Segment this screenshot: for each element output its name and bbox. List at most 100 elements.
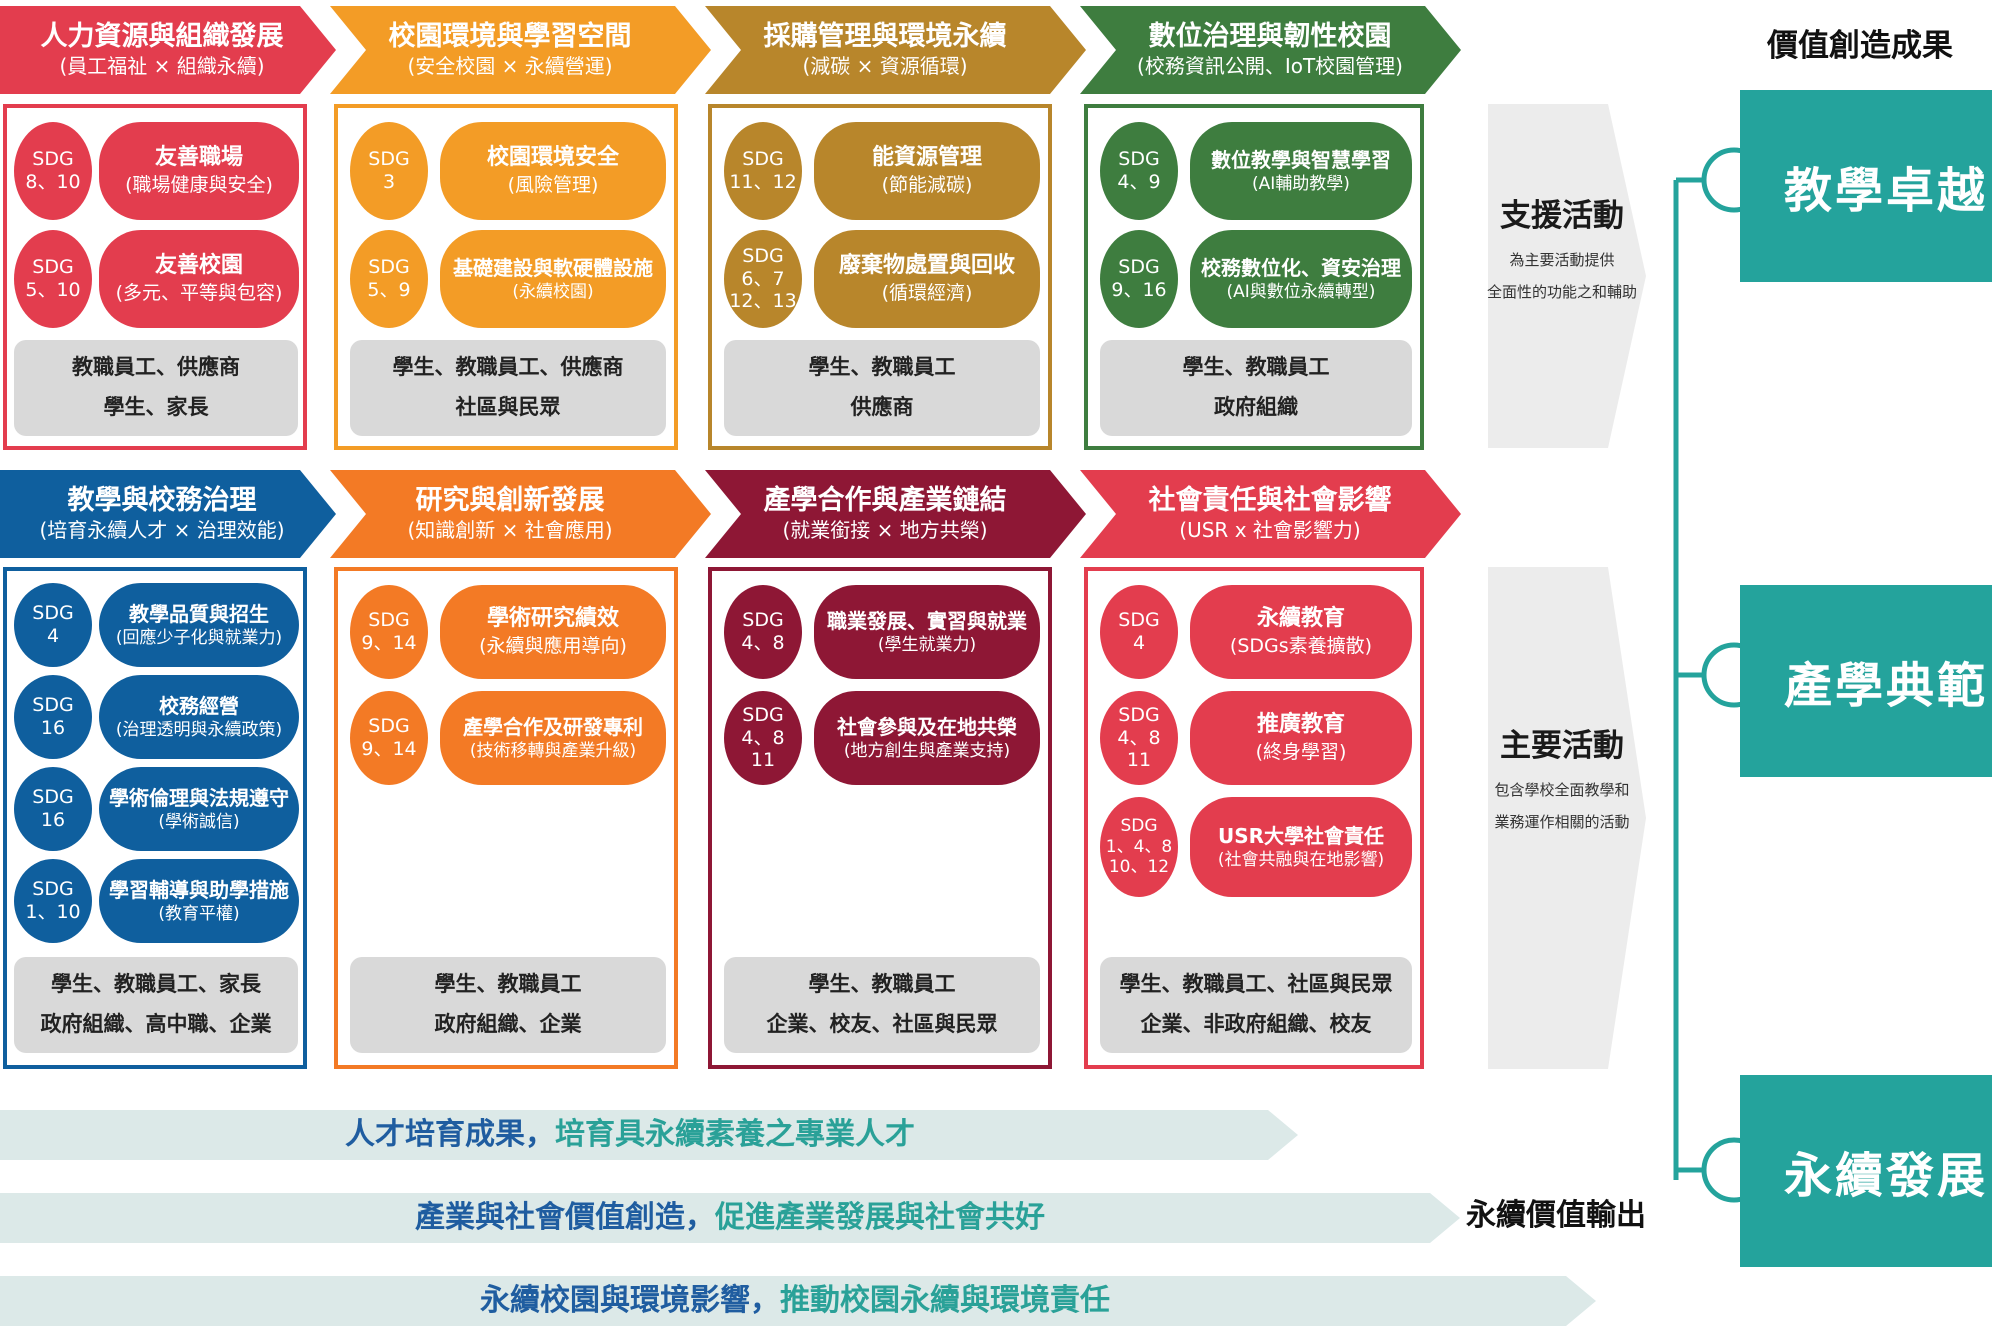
- header-subtitle: (減碳 × 資源循環): [802, 54, 968, 79]
- activity-pill: 校務數位化、資安治理 (AI與數位永續轉型): [1190, 230, 1412, 328]
- header-subtitle: (培育永續人才 × 治理效能): [39, 518, 285, 543]
- stakeholder-box: 學生、教職員工、家長 政府組織、高中職、企業: [14, 957, 298, 1053]
- stakeholder-box: 學生、教職員工 政府組織: [1100, 340, 1412, 436]
- activity-pill: 能資源管理 (節能減碳): [814, 122, 1040, 220]
- activity-pill: 學術研究績效 (永續與應用導向): [440, 585, 666, 679]
- header-digital: 數位治理與韌性校園 (校務資訊公開、IoT校園管理): [1100, 6, 1440, 94]
- header-industry: 產學合作與產業鏈結 (就業銜接 × 地方共榮): [720, 470, 1050, 558]
- header-title: 人力資源與組織發展: [40, 20, 284, 52]
- header-subtitle: (知識創新 × 社會應用): [407, 518, 613, 543]
- stakeholder-box: 學生、教職員工、供應商 社區與民眾: [350, 340, 666, 436]
- header-hr: 人力資源與組織發展 (員工福祉 × 組織永續): [12, 6, 312, 94]
- header-title: 研究與創新發展: [415, 484, 605, 516]
- header-title: 產學合作與產業鏈結: [763, 484, 1007, 516]
- header-title: 採購管理與環境永續: [763, 20, 1007, 52]
- primary-title: 主要活動: [1500, 728, 1624, 764]
- header-social: 社會責任與社會影響 (USR x 社會影響力): [1100, 470, 1440, 558]
- activity-pill: 推廣教育 (終身學習): [1190, 691, 1412, 785]
- primary-activities-label: 主要活動 包含學校全面教學和 業務運作相關的活動: [1462, 720, 1662, 860]
- activity-pill: USR大學社會責任 (社會共融與在地影響): [1190, 797, 1412, 897]
- activity-pill: 校務經營 (治理透明與永續政策): [99, 675, 299, 759]
- output-band-shape-1: [0, 1110, 1298, 1160]
- header-chevron-teaching: [0, 470, 336, 558]
- header-campus: 校園環境與學習空間 (安全校園 × 永續營運): [350, 6, 670, 94]
- header-title: 社會責任與社會影響: [1148, 484, 1392, 516]
- header-chevron-procurement: [705, 6, 1086, 94]
- header-chevron-industry: [705, 470, 1086, 558]
- activity-pill: 職業發展、實習與就業 (學生就業力): [814, 585, 1040, 679]
- stakeholder-box: 學生、教職員工、社區與民眾 企業、非政府組織、校友: [1100, 957, 1412, 1053]
- output-band-shape-2: [0, 1193, 1460, 1243]
- header-teaching: 教學與校務治理 (培育永續人才 × 治理效能): [12, 470, 312, 558]
- header-chevron-social: [1080, 470, 1461, 558]
- header-chevron-digital: [1080, 6, 1461, 94]
- support-desc: 為主要活動提供 全面性的功能之和輔助: [1486, 251, 1637, 301]
- value-title: 價值創造成果: [1767, 28, 1953, 64]
- header-chevron-hr: [0, 6, 336, 94]
- stakeholder-box: 學生、教職員工 企業、校友、社區與民眾: [724, 957, 1040, 1053]
- header-chevron-campus: [330, 6, 711, 94]
- activity-pill: 教學品質與招生 (回應少子化與就業力): [99, 583, 299, 667]
- activity-pill: 友善校園 (多元、平等與包容): [99, 230, 299, 328]
- activity-pill: 基礎建設與軟硬體設施 (永續校園): [440, 230, 666, 328]
- support-arrow: [1488, 104, 1646, 448]
- output-band-3: 永續校園與環境影響，推動校園永續與環境責任: [480, 1283, 1110, 1318]
- stakeholder-box: 學生、教職員工 政府組織、企業: [350, 957, 666, 1053]
- header-subtitle: (員工福祉 × 組織永續): [59, 54, 265, 79]
- value-industry-model: 產學典範: [1740, 585, 1992, 777]
- support-activities-label: 支援活動 為主要活動提供 全面性的功能之和輔助: [1462, 190, 1662, 330]
- activity-pill: 廢棄物處置與回收 (循環經濟): [814, 230, 1040, 328]
- header-chevron-research: [330, 470, 711, 558]
- stakeholder-box: 學生、教職員工 供應商: [724, 340, 1040, 436]
- primary-desc: 包含學校全面教學和 業務運作相關的活動: [1494, 781, 1630, 831]
- header-procurement: 採購管理與環境永續 (減碳 × 資源循環): [720, 6, 1050, 94]
- activity-pill: 社會參與及在地共榮 (地方創生與產業支持): [814, 691, 1040, 785]
- header-subtitle: (USR x 社會影響力): [1179, 518, 1361, 543]
- activity-pill: 友善職場 (職場健康與安全): [99, 122, 299, 220]
- header-title: 校園環境與學習空間: [388, 20, 632, 52]
- activity-pill: 數位教學與智慧學習 (AI輔助教學): [1190, 122, 1412, 220]
- activity-pill: 產學合作及研發專利 (技術移轉與產業升級): [440, 691, 666, 785]
- header-title: 數位治理與韌性校園: [1148, 20, 1392, 52]
- header-subtitle: (安全校園 × 永續營運): [407, 54, 613, 79]
- output-band-1: 人才培育成果，培育具永續素養之專業人才: [345, 1117, 915, 1152]
- value-sustainable-development: 永續發展: [1740, 1075, 1992, 1267]
- stakeholder-box: 教職員工、供應商 學生、家長: [14, 340, 298, 436]
- header-title: 教學與校務治理: [67, 484, 257, 516]
- sustainable-output-label: 永續價值輸出: [1466, 1198, 1646, 1233]
- value-teaching-excellence: 教學卓越: [1740, 90, 1992, 282]
- activity-pill: 學術倫理與法規遵守 (學術誠信): [99, 767, 299, 851]
- primary-arrow: [1488, 567, 1646, 1069]
- activity-pill: 學習輔導與助學措施 (教育平權): [99, 859, 299, 943]
- header-research: 研究與創新發展 (知識創新 × 社會應用): [350, 470, 670, 558]
- support-title: 支援活動: [1500, 198, 1624, 234]
- output-band-shape-3: [0, 1276, 1596, 1326]
- activity-pill: 永續教育 (SDGs素養擴散): [1190, 585, 1412, 679]
